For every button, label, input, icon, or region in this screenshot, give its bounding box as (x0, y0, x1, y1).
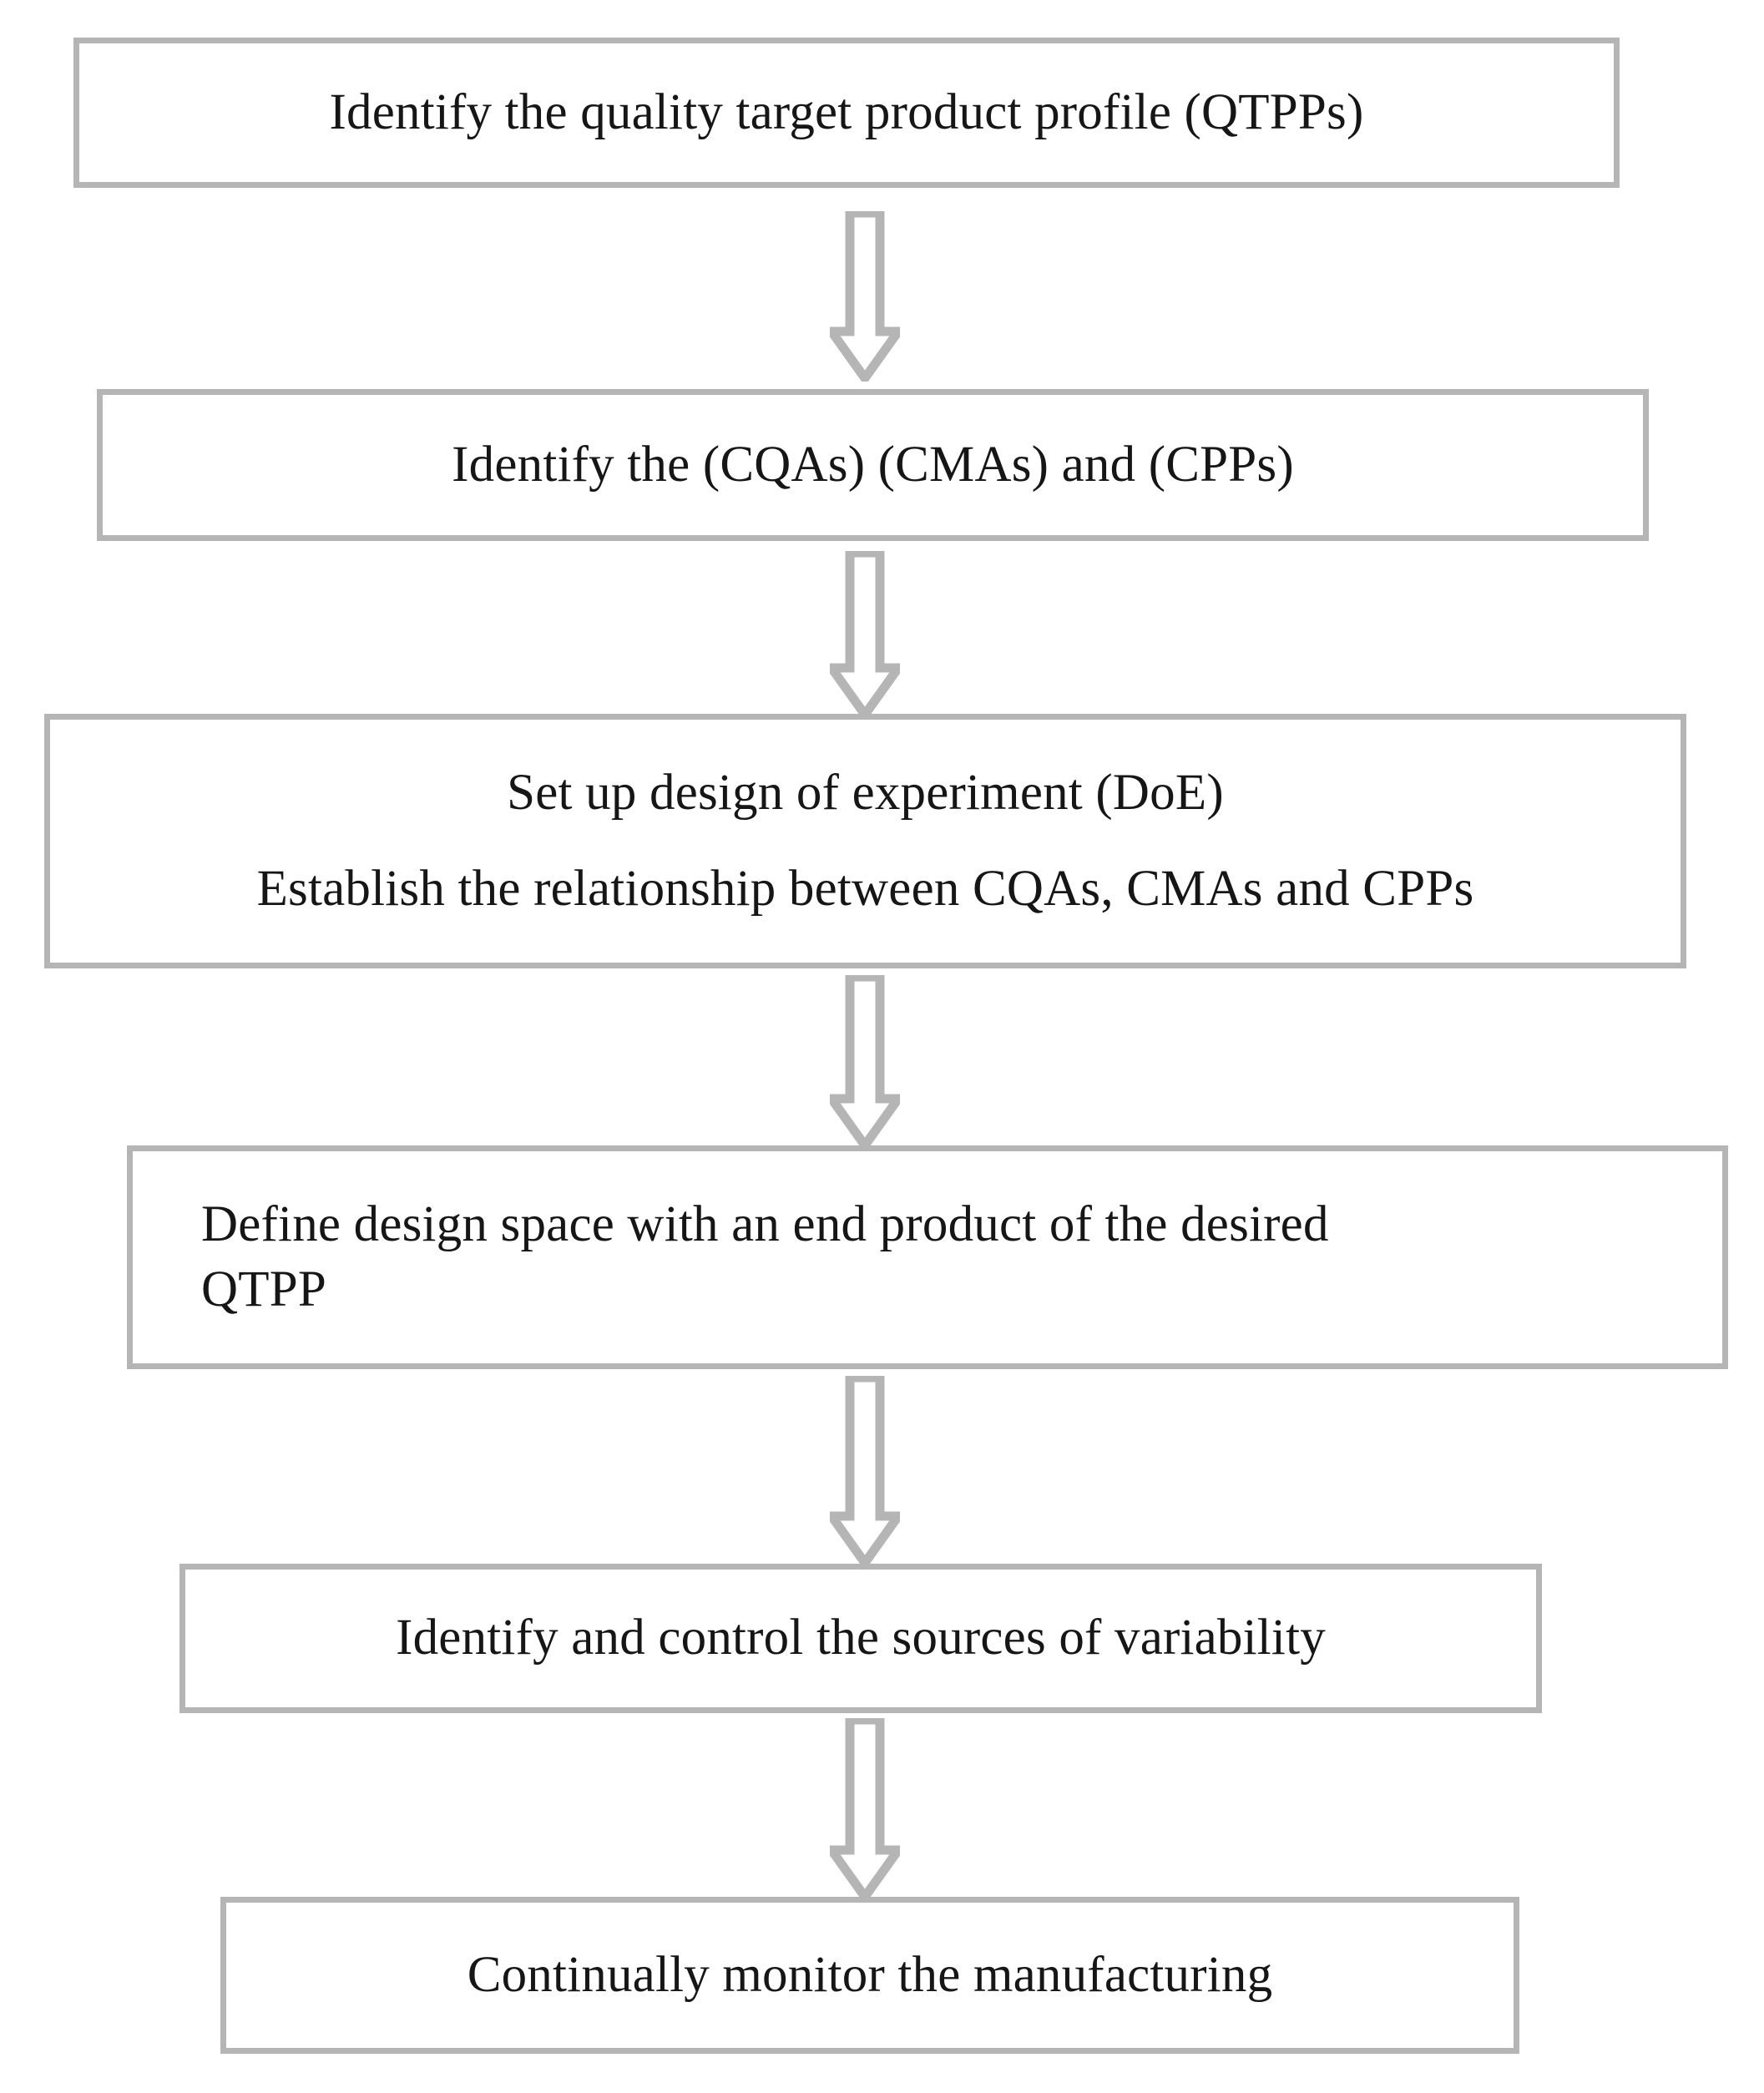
flowchart-node-identify-control-variability: Identify and control the sources of vari… (179, 1564, 1542, 1713)
node-text-line: Continually monitor the manufacturing (467, 1946, 1273, 2003)
node-text-line: Identify and control the sources of vari… (396, 1610, 1326, 1666)
node-text-line: Establish the relationship between CQAs,… (256, 860, 1474, 917)
flowchart-node-identify-qtpp: Identify the quality target product prof… (73, 38, 1620, 188)
node-text-line: QTPP (201, 1261, 326, 1317)
node-text-line: Define design space with an end product … (201, 1196, 1329, 1252)
arrow-node3-to-node4 (830, 975, 900, 1149)
arrow-node1-to-node2 (830, 211, 900, 382)
arrow-node4-to-node5 (830, 1376, 900, 1566)
arrow-node2-to-node3 (830, 551, 900, 718)
arrow-node5-to-node6 (830, 1718, 900, 1900)
flowchart-node-define-design-space: Define design space with an end product … (127, 1145, 1728, 1369)
node-text-line: Identify the quality target product prof… (329, 83, 1364, 140)
node-text-line: Identify the (CQAs) (CMAs) and (CPPs) (452, 436, 1294, 493)
flowchart-node-set-up-doe: Set up design of experiment (DoE) Establ… (44, 714, 1686, 968)
flowchart-node-identify-cqa-cma-cpp: Identify the (CQAs) (CMAs) and (CPPs) (97, 389, 1649, 541)
node-text-line: Set up design of experiment (DoE) (507, 765, 1224, 822)
flowchart-node-continually-monitor: Continually monitor the manufacturing (220, 1897, 1519, 2054)
